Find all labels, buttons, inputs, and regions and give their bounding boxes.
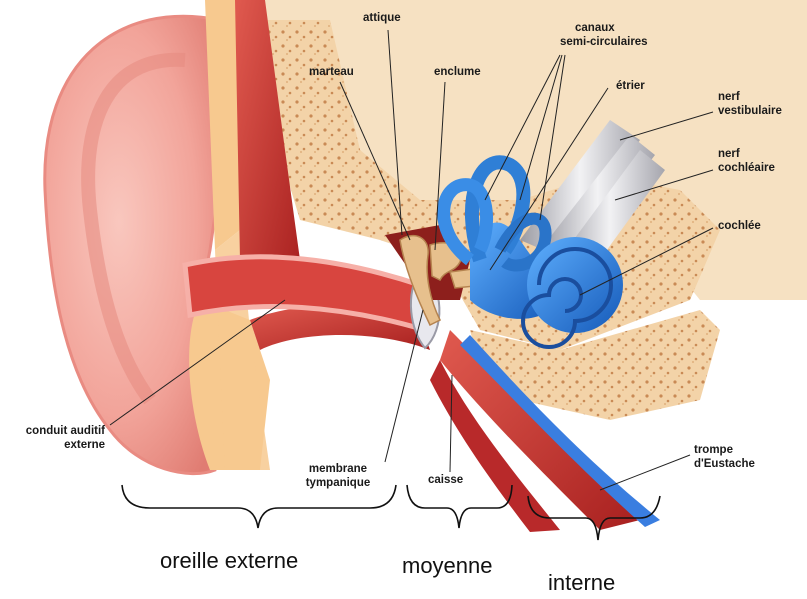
label-conduit-externe: externe <box>10 439 105 452</box>
label-trompe: trompe <box>694 444 733 457</box>
label-enclume: enclume <box>434 66 481 79</box>
brace-externe <box>122 485 396 528</box>
label-caisse: caisse <box>428 474 463 487</box>
region-interne: interne <box>548 570 615 596</box>
region-moyenne: moyenne <box>402 553 493 579</box>
label-canaux: canaux <box>575 22 615 35</box>
label-cochlee: cochlée <box>718 220 761 233</box>
label-conduit-auditif: conduit auditif <box>10 425 105 438</box>
brace-moyenne <box>407 485 512 528</box>
region-oreille-externe: oreille externe <box>160 548 298 574</box>
label-tympanique: tympanique <box>298 477 378 490</box>
label-nerf-vestibulaire-1: nerf <box>718 91 740 104</box>
label-semi-circulaires: semi-circulaires <box>560 36 648 49</box>
label-nerf-vestibulaire-2: vestibulaire <box>718 105 782 118</box>
label-nerf-cochleaire-1: nerf <box>718 148 740 161</box>
label-eustache: d'Eustache <box>694 458 755 471</box>
label-marteau: marteau <box>309 66 354 79</box>
label-nerf-cochleaire-2: cochléaire <box>718 162 775 175</box>
label-membrane: membrane <box>298 463 378 476</box>
label-attique: attique <box>363 12 401 25</box>
label-etrier: étrier <box>616 80 645 93</box>
